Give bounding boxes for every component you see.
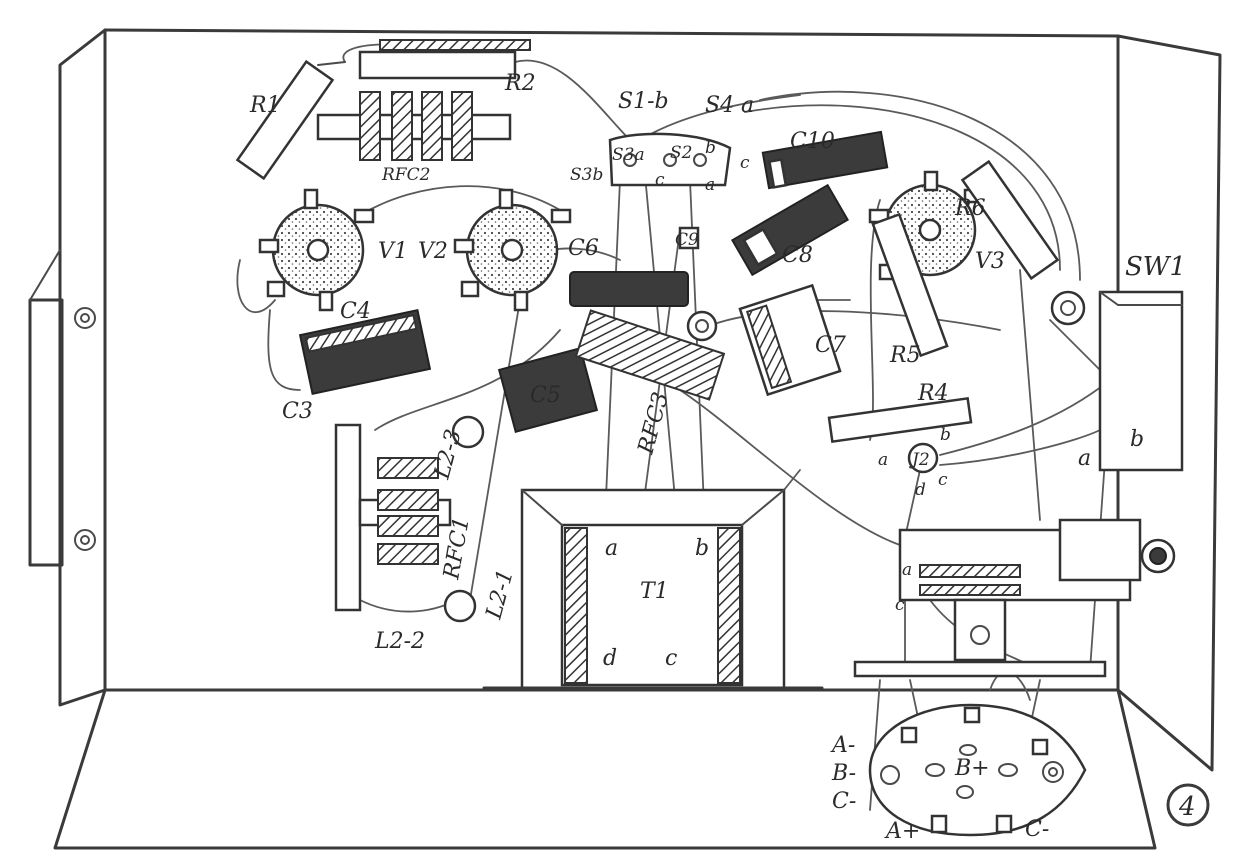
label-v3: V3: [975, 249, 1005, 274]
t1-transformer: [482, 488, 824, 690]
label-c3: C3: [282, 399, 313, 424]
label-jack-a: a: [902, 560, 912, 580]
label-t1: T1: [640, 579, 669, 604]
v2-tube-socket: [453, 188, 572, 312]
label-s-c2: c: [655, 170, 665, 190]
component-labels: R1 R2 RFC2 S1-b S4 a S3a S2 S3b b c c a …: [249, 71, 1186, 671]
label-jack-c: c: [895, 595, 905, 615]
label-v2: V2: [418, 239, 448, 264]
label-t1-d: d: [603, 646, 617, 671]
label-t1-a: a: [605, 536, 618, 561]
label-a-minus: A-: [830, 733, 855, 758]
label-c5: C5: [530, 383, 561, 408]
label-j2-d: d: [915, 480, 926, 500]
rfc3-choke: [574, 309, 726, 401]
label-s4a: S4 a: [705, 93, 754, 118]
label-t1-b: b: [695, 536, 709, 561]
label-j2-a: a: [878, 450, 888, 470]
c6-capacitor: [569, 271, 689, 307]
label-l22: L2-2: [374, 629, 425, 654]
r1-resistor: [235, 59, 346, 181]
label-t1-c: c: [665, 646, 677, 671]
label-j2: J2: [909, 450, 930, 470]
label-c7: C7: [815, 333, 846, 358]
label-a-plus: A+: [884, 819, 920, 844]
switch-deck: [608, 132, 732, 187]
label-c10: C10: [790, 129, 835, 154]
plug-pin-labels: A- B- C- B+ A+ C-: [830, 733, 1049, 844]
label-r2: R2: [504, 71, 536, 96]
label-c-minus: C-: [832, 789, 856, 814]
v1-tube-socket: [258, 188, 375, 312]
r2-resistor: [358, 39, 531, 80]
label-c6: C6: [568, 236, 599, 261]
label-v1: V1: [378, 239, 408, 264]
chassis: [28, 28, 1222, 850]
label-c-minus-right: C-: [1025, 817, 1049, 842]
label-b-plus: B+: [954, 756, 990, 781]
label-s-b: b: [705, 138, 716, 158]
label-j2-b: b: [940, 425, 951, 445]
label-b-minus: B-: [831, 761, 856, 786]
rfc1-choke: [334, 415, 485, 623]
sw1-switch: [1050, 290, 1184, 472]
label-s-c: c: [740, 153, 750, 173]
output-jack: [898, 518, 1176, 662]
label-s-a: a: [705, 175, 715, 195]
r6-resistor: [960, 159, 1060, 281]
label-l23: L2-3: [429, 427, 466, 483]
label-c4: C4: [340, 299, 371, 324]
label-c9: C9: [675, 230, 699, 250]
power-plug: [853, 660, 1107, 837]
label-s3b: S3b: [570, 165, 603, 185]
label-j2-c: c: [938, 470, 948, 490]
label-s2: S2: [670, 143, 692, 163]
c10-capacitor: [761, 130, 889, 190]
c5-capacitor: [497, 346, 599, 434]
label-l21: L2-1: [481, 567, 518, 623]
label-r4: R4: [917, 381, 949, 406]
label-sw1: SW1: [1125, 252, 1186, 282]
figure-number-badge: 4: [1166, 783, 1210, 827]
label-r5: R5: [889, 343, 921, 368]
c8-capacitor: [731, 183, 849, 277]
c4-capacitor: [298, 308, 432, 396]
c9-capacitor: [678, 226, 700, 250]
label-r6: R6: [954, 196, 986, 221]
label-s3a: S3a: [612, 145, 645, 165]
figure-number: 4: [1178, 792, 1196, 822]
label-sw-b: b: [1130, 427, 1144, 452]
label-sw-a: a: [1078, 446, 1091, 471]
r4-resistor: [827, 396, 973, 444]
c7-capacitor: [738, 283, 842, 397]
label-r1: R1: [249, 93, 281, 118]
r5-resistor: [871, 212, 949, 358]
label-rfc2: RFC2: [381, 165, 430, 185]
label-s1b: S1-b: [618, 89, 669, 114]
j2-tag: [907, 442, 939, 474]
rfc2-choke: [316, 91, 512, 161]
label-c8: C8: [782, 243, 813, 268]
